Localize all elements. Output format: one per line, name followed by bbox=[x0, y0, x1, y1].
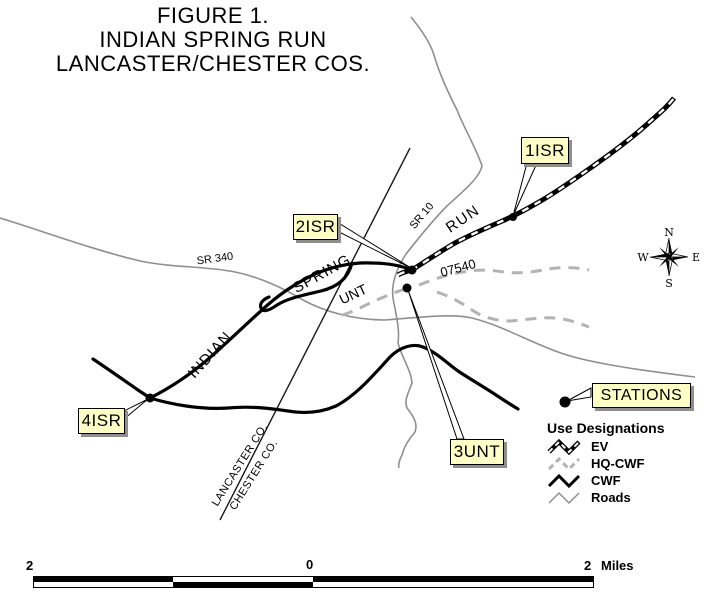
compass-e-label: E bbox=[692, 251, 700, 264]
scale-seg-1 bbox=[34, 577, 173, 582]
legend-label-roads: Roads bbox=[591, 490, 631, 505]
station-dot-1isr bbox=[509, 213, 517, 221]
callout-stations: STATIONS bbox=[592, 383, 691, 408]
sr10-road bbox=[391, 16, 483, 469]
unt-tributary bbox=[258, 261, 354, 313]
scale-seg-2 bbox=[173, 582, 313, 587]
hq-cwf-lower bbox=[436, 290, 590, 329]
station-dot-2isr bbox=[407, 265, 417, 275]
legend-label-ev: EV bbox=[591, 439, 609, 454]
roads-line-sample bbox=[548, 491, 580, 504]
isr4-leader bbox=[123, 398, 149, 421]
scale-seg-3 bbox=[313, 577, 593, 582]
scale-bar bbox=[33, 576, 594, 588]
indian-spring-stream bbox=[148, 261, 414, 400]
scale-zero-value: 0 bbox=[306, 557, 314, 572]
scale-right-value: 2 bbox=[584, 558, 592, 573]
station-dot-3unt bbox=[402, 283, 412, 293]
callout-1isr: 1ISR bbox=[521, 137, 569, 164]
callout-3unt: 3UNT bbox=[450, 439, 504, 465]
ev-line-sample bbox=[547, 438, 581, 455]
legend-heading: Use Designations bbox=[547, 420, 665, 436]
sr340-road bbox=[0, 217, 696, 378]
county-line bbox=[219, 147, 411, 521]
compass-n-label: N bbox=[664, 226, 674, 239]
compass-s-label: S bbox=[665, 277, 673, 290]
cwf-line-sample bbox=[547, 473, 581, 488]
legend-row-cwf: CWF bbox=[547, 472, 664, 489]
legend-label-hqcwf: HQ-CWF bbox=[591, 456, 645, 471]
compass-rose: N E S W bbox=[637, 226, 700, 290]
stations-leader bbox=[566, 387, 592, 402]
compass-w-label: W bbox=[637, 251, 649, 264]
hq-cwf-left bbox=[336, 287, 406, 319]
ev-stream-ties bbox=[397, 97, 675, 277]
callout-2isr: 2ISR bbox=[293, 214, 338, 240]
legend-station-dot bbox=[559, 396, 571, 408]
legend: Use Designations EV HQ-CWF CWF Roads bbox=[547, 420, 664, 506]
legend-label-cwf: CWF bbox=[591, 473, 621, 488]
legend-row-hqcwf: HQ-CWF bbox=[547, 455, 664, 472]
west-branch-stream bbox=[91, 357, 152, 400]
unt3-leader bbox=[407, 289, 465, 440]
legend-row-roads: Roads bbox=[547, 489, 664, 506]
station-dot-4isr bbox=[145, 393, 155, 403]
ev-stream-casing bbox=[396, 96, 676, 278]
figure-title-line1: FIGURE 1. bbox=[156, 3, 270, 28]
hq-cwf-line-sample bbox=[547, 456, 581, 471]
scale-unit: Miles bbox=[601, 558, 634, 573]
callout-4isr: 4ISR bbox=[78, 408, 125, 434]
scale-left-value: 2 bbox=[26, 558, 34, 573]
figure-title-line2: INDIAN SPRING RUN bbox=[99, 27, 327, 52]
hq-cwf-upper bbox=[418, 266, 590, 287]
legend-row-ev: EV bbox=[547, 438, 664, 455]
figure-title: FIGURE 1. INDIAN SPRING RUN LANCASTER/CH… bbox=[28, 4, 398, 76]
figure-title-line3: LANCASTER/CHESTER COS. bbox=[55, 51, 371, 76]
south-stream bbox=[148, 343, 520, 414]
